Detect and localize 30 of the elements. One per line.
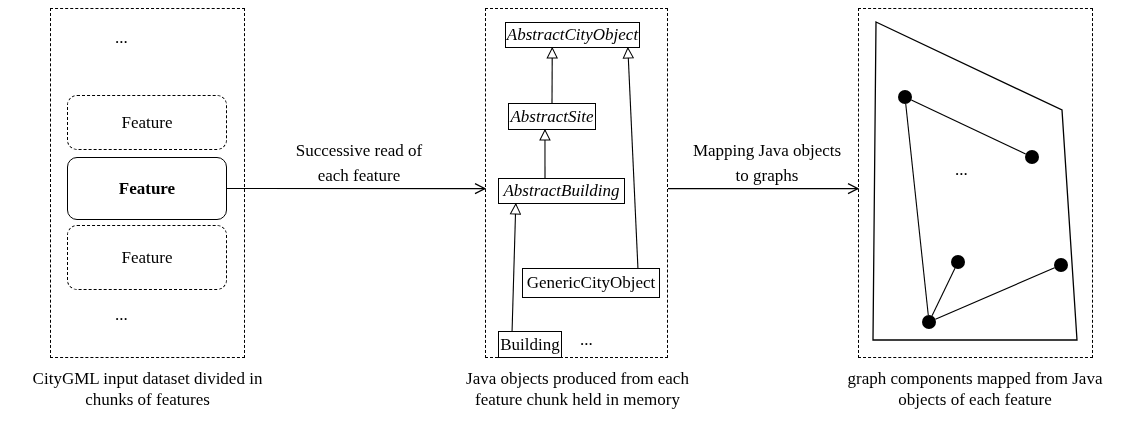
- arrow: [226, 183, 486, 195]
- inheritance-arrow: [510, 203, 521, 332]
- inheritance-arrow: [622, 47, 639, 269]
- graph-edge: [910, 99, 1027, 155]
- class-box: AbstractSite: [508, 103, 596, 130]
- graph-edge: [934, 267, 1056, 320]
- class-box: GenericCityObject: [522, 268, 660, 298]
- graph-node-dot: [898, 90, 912, 104]
- arrow: [667, 183, 859, 195]
- inheritance-arrow: [546, 47, 558, 104]
- class-box: AbstractCityObject: [505, 22, 640, 48]
- inheritance-arrow: [539, 129, 551, 179]
- graph-node-dot: [922, 315, 936, 329]
- panel-caption: graph components mapped from Java objects of each feature: [846, 368, 1104, 410]
- graph-node-dot: [1054, 258, 1068, 272]
- ellipsis: ...: [955, 160, 968, 180]
- ellipsis: ...: [115, 28, 128, 48]
- feature-box: Feature: [67, 95, 227, 150]
- feature-box: Feature: [67, 225, 227, 290]
- ellipsis: ...: [580, 330, 593, 350]
- feature-box: Feature: [67, 157, 227, 220]
- class-box: AbstractBuilding: [498, 178, 625, 204]
- graph-edge: [931, 267, 956, 317]
- ellipsis: ...: [115, 305, 128, 325]
- graph-node-dot: [951, 255, 965, 269]
- panel-caption: CityGML input dataset divided in chunks of features: [31, 368, 264, 410]
- graph-edge: [905, 103, 929, 316]
- graph-node-dot: [1025, 150, 1039, 164]
- class-box: Building: [498, 331, 562, 358]
- panel-caption: Java objects produced from each feature chunk held in memory: [465, 368, 690, 410]
